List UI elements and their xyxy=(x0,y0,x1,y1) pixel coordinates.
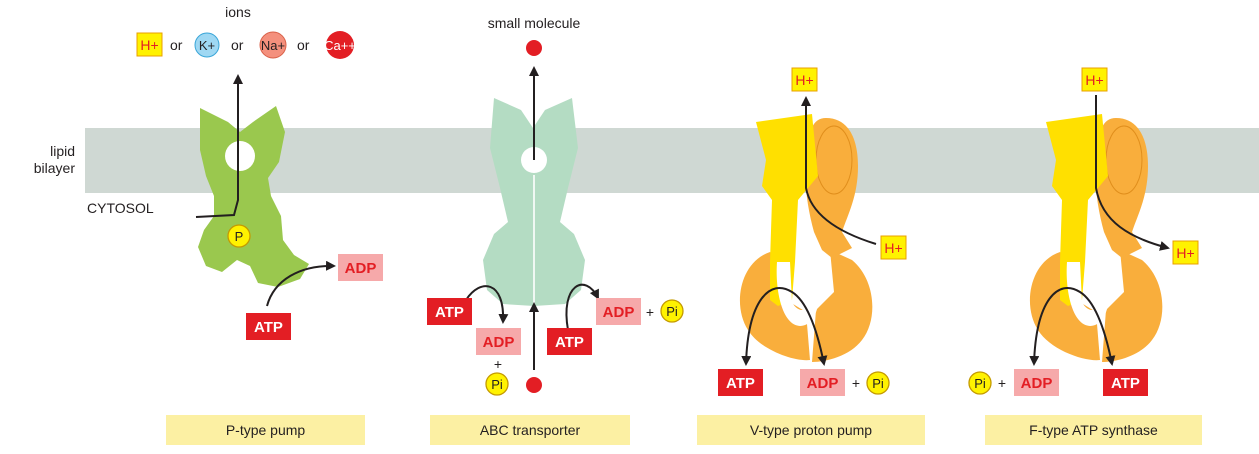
left-hydrolysis-arrow xyxy=(465,285,509,324)
h-label-v-bottom: H+ xyxy=(884,240,902,256)
caption-abc: ABC transporter xyxy=(480,422,581,438)
caption-f: F-type ATP synthase xyxy=(1029,422,1158,438)
v-type-rotor xyxy=(756,114,818,306)
v-type-hollow xyxy=(776,262,820,326)
k-ion-circle xyxy=(194,32,220,58)
adp-box-v xyxy=(800,369,845,396)
small-molecule-top xyxy=(526,40,542,56)
h-label-v-top: H+ xyxy=(795,72,813,88)
h-ion-box xyxy=(136,32,163,57)
adp-box-right xyxy=(596,298,641,325)
na-ion-label: Na+ xyxy=(261,38,285,53)
atp-box-v xyxy=(718,369,763,396)
plus-f: + xyxy=(998,375,1006,391)
f-type-stator-head-right xyxy=(1102,250,1163,362)
ions-label: ions xyxy=(225,4,251,20)
h-label-f-top: H+ xyxy=(1085,72,1103,88)
pi-circle-right xyxy=(660,299,684,323)
h-label-f-bottom: H+ xyxy=(1176,245,1194,261)
or-1: or xyxy=(170,37,183,53)
v-type-stator-lobe xyxy=(815,125,853,195)
adp-box-f xyxy=(1014,369,1059,396)
v-type-proton-arrow xyxy=(801,96,877,245)
atp-label-left: ATP xyxy=(435,304,464,321)
cytosol-label: CYTOSOL xyxy=(87,200,154,216)
atp-box-left xyxy=(427,298,472,325)
abc-transporter: small molecule ATP ADP + Pi ATP ADP + Pi… xyxy=(427,15,684,445)
atp-to-adp-arrow xyxy=(266,260,336,307)
p-type-protein xyxy=(198,106,309,287)
caption-v: V-type proton pump xyxy=(750,422,872,438)
caption-box-abc xyxy=(430,415,630,445)
ca-ion-circle xyxy=(326,31,354,59)
plus-right: + xyxy=(646,304,654,320)
caption-box-f xyxy=(985,415,1202,445)
adp-label-left: ADP xyxy=(483,334,515,351)
pi-label-f: Pi xyxy=(974,376,986,391)
h-ion-label: H+ xyxy=(140,37,158,53)
adp-label-f: ADP xyxy=(1021,375,1053,392)
h-box-v-bottom xyxy=(880,235,907,260)
h-box-f-top xyxy=(1081,67,1108,92)
adp-label: ADP xyxy=(345,260,377,277)
pi-label-v: Pi xyxy=(872,376,884,391)
or-2: or xyxy=(231,37,244,53)
f-type-stator-lobe xyxy=(1105,125,1143,195)
caption-p-type: P-type pump xyxy=(226,422,306,438)
caption-box-p-type xyxy=(166,415,365,445)
atp-label-v: ATP xyxy=(726,375,755,392)
small-molecule-label: small molecule xyxy=(488,15,581,31)
v-type-proton-pump: H+ H+ ATP ADP + Pi V-type proton pump xyxy=(697,67,925,445)
atp-box-right xyxy=(547,328,592,355)
v-type-stator-head-right xyxy=(812,250,873,362)
right-hydrolysis-arrow xyxy=(565,283,599,331)
adp-box-left xyxy=(476,328,521,355)
ca-ion-label: Ca++ xyxy=(324,38,356,53)
adp-label-right: ADP xyxy=(603,304,635,321)
f-type-hollow xyxy=(1066,262,1110,326)
phosphate-circle xyxy=(227,224,251,248)
plus-v: + xyxy=(852,375,860,391)
pi-label-left: Pi xyxy=(491,377,503,392)
ion-path-arrow xyxy=(195,74,243,218)
pi-circle-v xyxy=(866,371,890,395)
atp-label-f: ATP xyxy=(1111,375,1140,392)
pi-circle-f xyxy=(968,371,992,395)
na-ion-circle xyxy=(259,31,287,59)
adp-label-v: ADP xyxy=(807,375,839,392)
p-type-binding-pocket xyxy=(225,141,255,171)
phosphate-label: P xyxy=(235,229,244,244)
atp-label-right: ATP xyxy=(555,334,584,351)
small-molecule-bottom xyxy=(526,377,542,393)
h-box-f-bottom xyxy=(1172,240,1199,265)
membrane-label-line2: bilayer xyxy=(34,160,76,176)
f-type-synthesis-arrow xyxy=(1029,287,1116,366)
atp-label: ATP xyxy=(254,319,283,336)
pi-circle-left xyxy=(485,372,509,396)
f-type-proton-arrow xyxy=(1095,95,1170,251)
atp-box-f xyxy=(1103,369,1148,396)
v-type-stator-head xyxy=(739,252,810,361)
pi-label-right: Pi xyxy=(666,304,678,319)
f-type-rotor xyxy=(1046,114,1108,306)
k-ion-label: K+ xyxy=(199,38,215,53)
h-box-v-top xyxy=(791,67,818,92)
f-type-stator-head xyxy=(1029,252,1100,361)
caption-box-v xyxy=(697,415,925,445)
adp-box xyxy=(338,254,383,281)
v-type-hydrolysis-arrow xyxy=(741,287,828,366)
membrane-label-line1: lipid xyxy=(50,143,75,159)
plus-left: + xyxy=(494,356,502,372)
p-type-pump: P ATP ADP ions H+ or K+ or Na+ or Ca++ P… xyxy=(136,4,383,445)
f-type-atp-synthase: H+ H+ Pi + ADP ATP F-type ATP synthase xyxy=(968,67,1202,445)
or-3: or xyxy=(297,37,310,53)
atp-box xyxy=(246,313,291,340)
